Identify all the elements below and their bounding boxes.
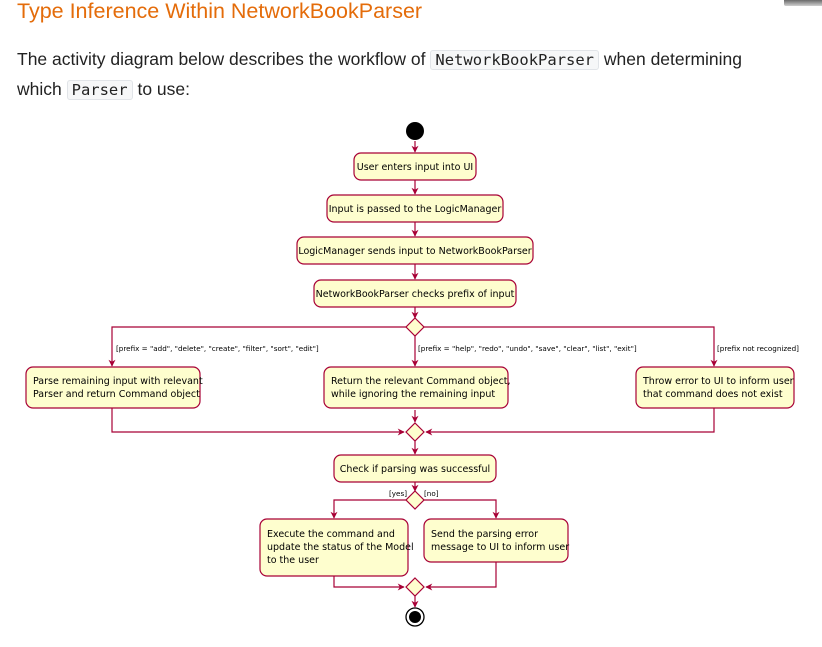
edge-branch-to-parse [108,326,406,367]
activity-user-input-text: User enters input into UI [357,162,473,173]
activity-parse-remaining-text: Parse remaining input with relevant Pars… [33,376,206,400]
edge-send-error-to-merge [425,562,497,591]
final-merge-diamond [405,577,425,597]
edge-branch-to-throw [424,326,718,367]
activity-check-prefix: NetworkBookParser checks prefix of input [313,279,517,308]
start-node [406,122,424,140]
activity-passed-logic: Input is passed to the LogicManager [326,194,504,223]
activity-logic-sends: LogicManager sends input to NetworkBookP… [296,236,534,265]
activity-throw-error-text: Throw error to UI to inform user that co… [642,376,797,400]
code-parser: Parser [66,80,133,100]
activity-throw-error: Throw error to UI to inform user that co… [635,366,797,409]
prefix-branch-diamond [405,317,425,337]
edge-throw-to-merge [425,408,715,436]
code-networkbookparser: NetworkBookParser [430,50,600,70]
guard-prefix-unknown: [prefix not recognized] [717,344,799,353]
activity-parse-remaining: Parse remaining input with relevant Pars… [25,366,206,409]
prefix-merge-diamond [405,422,425,442]
activity-logic-sends-text: LogicManager sends input to NetworkBookP… [298,246,531,257]
guard-prefix-simple: [prefix = "help", "redo", "undo", "save"… [418,344,637,353]
activity-check-parsing: Check if parsing was successful [333,454,497,483]
edge-yes-to-execute [330,499,406,519]
activity-user-input: User enters input into UI [353,152,477,181]
activity-send-error: Send the parsing error message to UI to … [423,518,569,563]
edge-no-to-send-error [424,499,500,519]
diagram-edges [108,141,718,608]
activity-return-command: Return the relevant Command object, whil… [323,366,514,409]
end-node [405,607,425,627]
intro-paragraph: The activity diagram below describes the… [17,45,777,105]
activity-execute-text: Execute the command and update the statu… [267,529,417,566]
intro-text-1: The activity diagram below describes the… [17,49,431,69]
section-heading: Type Inference Within NetworkBookParser [17,0,423,23]
activity-send-error-text: Send the parsing error message to UI to … [431,529,569,553]
edge-execute-to-merge [333,576,405,591]
activity-check-prefix-text: NetworkBookParser checks prefix of input [316,289,515,300]
activity-execute: Execute the command and update the statu… [259,518,417,577]
guard-yes: [yes] [389,489,407,498]
intro-text-3: to use: [132,79,191,99]
intro-text-2: when determining which [17,49,743,99]
activity-return-command-text: Return the relevant Command object, whil… [331,376,514,400]
guard-prefix-modify: [prefix = "add", "delete", "create", "fi… [116,344,319,353]
edge-parse-to-merge [111,408,405,436]
activity-passed-logic-text: Input is passed to the LogicManager [329,204,502,215]
window-edge-shadow [784,0,822,6]
success-decision-diamond [405,490,425,510]
guard-no: [no] [424,489,439,498]
activity-check-parsing-text: Check if parsing was successful [340,464,490,475]
